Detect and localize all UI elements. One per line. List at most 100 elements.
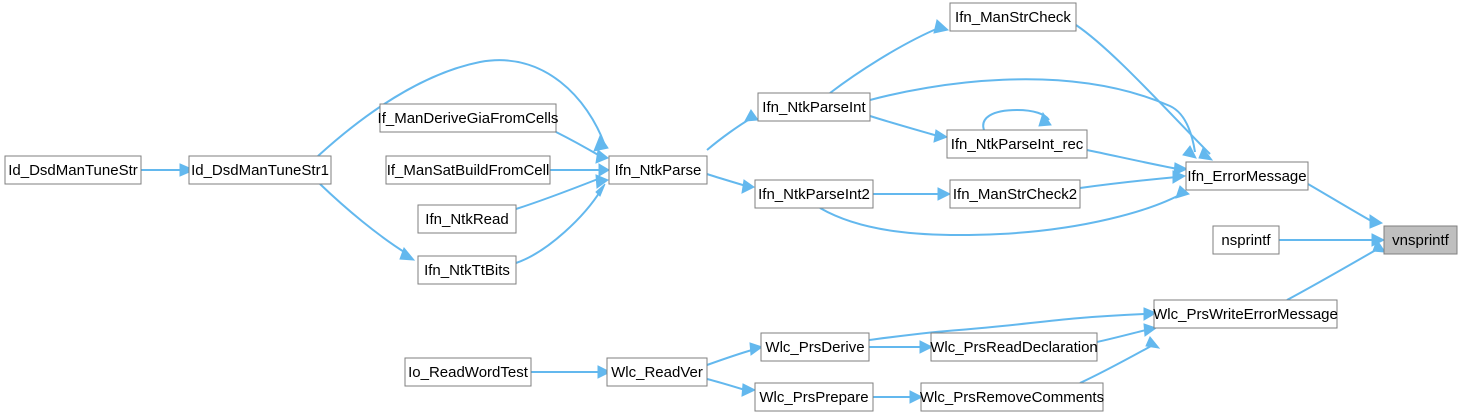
- node-label: Wlc_PrsPrepare: [759, 389, 868, 406]
- function-node[interactable]: Wlc_PrsReadDeclaration: [930, 332, 1098, 362]
- node-box[interactable]: [379, 103, 557, 133]
- arrowhead-icon: [1173, 162, 1189, 176]
- node-layer: Id_DsdManTuneStr Id_DsdManTuneStr1 If_ManD…: [4, 2, 1458, 412]
- arrowhead-icon: [597, 365, 612, 379]
- node-label: Wlc_PrsWriteErrorMessage: [1153, 306, 1338, 323]
- arrowhead-icon: [593, 134, 609, 152]
- call-edge: [869, 115, 939, 137]
- arrowhead-icon: [1038, 111, 1052, 127]
- node-box[interactable]: [754, 179, 874, 209]
- arrowhead-icon: [744, 109, 759, 122]
- arrowhead-icon: [933, 129, 949, 143]
- function-node[interactable]: Wlc_PrsRemoveComments: [920, 382, 1104, 412]
- arrowhead-icon: [1172, 170, 1187, 184]
- node-box[interactable]: [417, 255, 517, 285]
- node-box[interactable]: [946, 129, 1088, 159]
- call-edge: [829, 26, 942, 94]
- node-label: Ifn_NtkTtBits: [424, 262, 510, 279]
- arrowhead-icon: [933, 19, 950, 34]
- call-edge: [982, 108, 1050, 131]
- node-box[interactable]: [760, 332, 870, 362]
- arrowhead-icon: [399, 247, 416, 261]
- node-box[interactable]: [757, 92, 871, 122]
- arrowhead-icon: [1143, 323, 1158, 337]
- function-node[interactable]: Wlc_PrsWriteErrorMessage: [1153, 299, 1338, 329]
- call-edge: [1086, 149, 1179, 170]
- node-box[interactable]: [930, 332, 1098, 362]
- call-edge: [706, 349, 753, 366]
- call-edge: [1307, 183, 1374, 223]
- arrowhead-icon: [179, 163, 196, 177]
- node-label: Ifn_NtkParse: [615, 162, 702, 179]
- node-label: Ifn_NtkParseInt_rec: [951, 136, 1084, 153]
- node-box[interactable]: [404, 357, 532, 387]
- function-node[interactable]: Ifn_NtkParse: [608, 155, 708, 185]
- node-label: Id_DsdManTuneStr1: [191, 162, 329, 179]
- node-label: Wlc_PrsRemoveComments: [920, 389, 1104, 406]
- call-edge: [1079, 344, 1154, 384]
- call-edge: [1286, 246, 1382, 301]
- function-node[interactable]: If_ManSatBuildFromCell: [385, 155, 551, 185]
- arrowhead-icon: [741, 383, 757, 397]
- function-node[interactable]: Ifn_NtkParseInt_rec: [946, 129, 1088, 159]
- node-box[interactable]: [606, 357, 708, 387]
- node-label: vnsprintf: [1392, 232, 1450, 249]
- function-node[interactable]: Wlc_ReadVer: [606, 357, 708, 387]
- node-label: Ifn_NtkParseInt: [762, 99, 866, 116]
- node-label: Io_ReadWordTest: [408, 364, 529, 381]
- function-node[interactable]: nsprintf: [1212, 225, 1280, 255]
- arrowhead-icon: [1175, 185, 1190, 199]
- node-label: Id_DsdManTuneStr: [8, 162, 138, 179]
- function-node[interactable]: Ifn_ManStrCheck2: [949, 179, 1081, 209]
- node-box[interactable]: [754, 382, 874, 412]
- function-node[interactable]: Ifn_NtkRead: [417, 204, 517, 234]
- function-node[interactable]: vnsprintf: [1383, 225, 1458, 255]
- node-label: Wlc_PrsDerive: [765, 339, 864, 356]
- call-edge: [819, 191, 1186, 237]
- function-node[interactable]: If_ManDeriveGiaFromCells: [378, 103, 559, 133]
- function-node[interactable]: Id_DsdManTuneStr1: [188, 155, 332, 185]
- function-node[interactable]: Ifn_NtkParseInt: [757, 92, 871, 122]
- node-box[interactable]: [949, 2, 1077, 32]
- node-label: If_ManSatBuildFromCell: [387, 162, 550, 179]
- function-node[interactable]: Wlc_PrsDerive: [760, 332, 870, 362]
- arrowhead-icon: [749, 342, 764, 356]
- edge-layer: [141, 24, 1382, 398]
- call-edge: [869, 78, 1196, 153]
- function-node[interactable]: Ifn_NtkTtBits: [417, 255, 517, 285]
- node-label: Wlc_PrsReadDeclaration: [930, 339, 1098, 356]
- call-edge: [706, 378, 746, 391]
- arrowhead-icon: [1182, 145, 1197, 159]
- node-box[interactable]: [608, 155, 708, 185]
- arrowhead-icon: [1198, 146, 1214, 161]
- call-edge: [1075, 24, 1211, 155]
- arrowhead-icon: [1145, 336, 1161, 349]
- function-node[interactable]: Id_DsdManTuneStr: [4, 155, 142, 185]
- arrowhead-icon: [1372, 238, 1386, 253]
- node-label: nsprintf: [1221, 232, 1271, 249]
- arrowhead-icon: [595, 183, 606, 197]
- node-box[interactable]: [1212, 225, 1280, 255]
- node-box[interactable]: [188, 155, 332, 185]
- function-node[interactable]: Ifn_NtkParseInt2: [754, 179, 874, 209]
- node-box[interactable]: [1185, 161, 1309, 191]
- arrowhead-icon: [741, 179, 755, 194]
- node-box[interactable]: [949, 179, 1081, 209]
- node-label: Ifn_ErrorMessage: [1187, 168, 1306, 185]
- node-box[interactable]: [4, 155, 142, 185]
- node-box[interactable]: [417, 204, 517, 234]
- function-node[interactable]: Ifn_ManStrCheck: [949, 2, 1077, 32]
- node-box[interactable]: [920, 382, 1104, 412]
- node-label: Wlc_ReadVer: [611, 364, 703, 381]
- call-edge: [515, 178, 599, 210]
- arrowhead-layer: [179, 19, 1386, 404]
- arrowhead-icon: [1143, 307, 1158, 321]
- function-node[interactable]: Io_ReadWordTest: [404, 357, 532, 387]
- function-node[interactable]: Wlc_PrsPrepare: [754, 382, 874, 412]
- function-node[interactable]: Ifn_ErrorMessage: [1185, 161, 1309, 191]
- node-box[interactable]: [1383, 225, 1458, 255]
- node-box[interactable]: [385, 155, 551, 185]
- node-box[interactable]: [1153, 299, 1338, 329]
